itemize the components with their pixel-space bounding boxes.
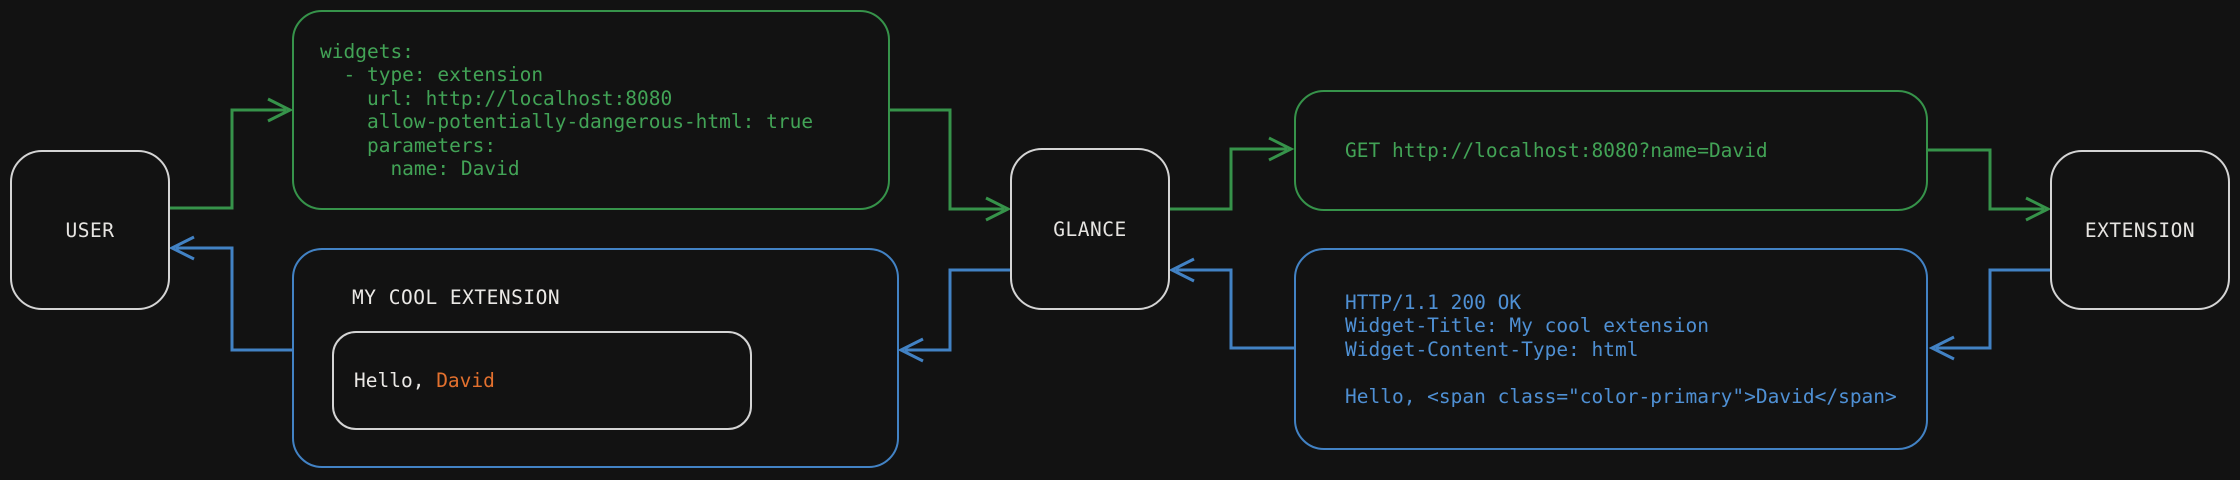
- hello-name: David: [436, 369, 495, 392]
- config-yaml-box: widgets: - type: extension url: http://l…: [292, 10, 890, 210]
- arrow-widget-to-user: [168, 235, 292, 352]
- widget-title: MY COOL EXTENSION: [352, 286, 561, 309]
- arrow-config-to-glance: [890, 108, 1012, 222]
- arrow-response-to-glance: [1168, 257, 1294, 350]
- arrow-extension-to-response: [1928, 268, 2050, 361]
- hello-text: Hello,: [354, 369, 437, 392]
- widget-content-frame: Hello, David: [332, 331, 752, 430]
- arrow-glance-to-widget: [897, 268, 1010, 363]
- arrow-request-to-extension: [1928, 148, 2052, 222]
- http-response-code: HTTP/1.1 200 OK Widget-Title: My cool ex…: [1345, 291, 1897, 408]
- user-node-label: USER: [65, 218, 115, 242]
- arrow-user-to-config: [170, 97, 294, 210]
- widget-preview-box: MY COOL EXTENSION Hello, David: [292, 248, 899, 468]
- http-request-box: GET http://localhost:8080?name=David: [1294, 90, 1928, 211]
- arrow-glance-to-request: [1170, 136, 1295, 211]
- http-request-code: GET http://localhost:8080?name=David: [1345, 138, 1768, 162]
- glance-node: GLANCE: [1010, 148, 1170, 310]
- user-node: USER: [10, 150, 170, 310]
- config-yaml-code: widgets: - type: extension url: http://l…: [320, 40, 814, 181]
- http-response-box: HTTP/1.1 200 OK Widget-Title: My cool ex…: [1294, 248, 1928, 450]
- extension-node-label: EXTENSION: [2084, 218, 2196, 242]
- glance-node-label: GLANCE: [1053, 217, 1127, 241]
- extension-node: EXTENSION: [2050, 150, 2230, 310]
